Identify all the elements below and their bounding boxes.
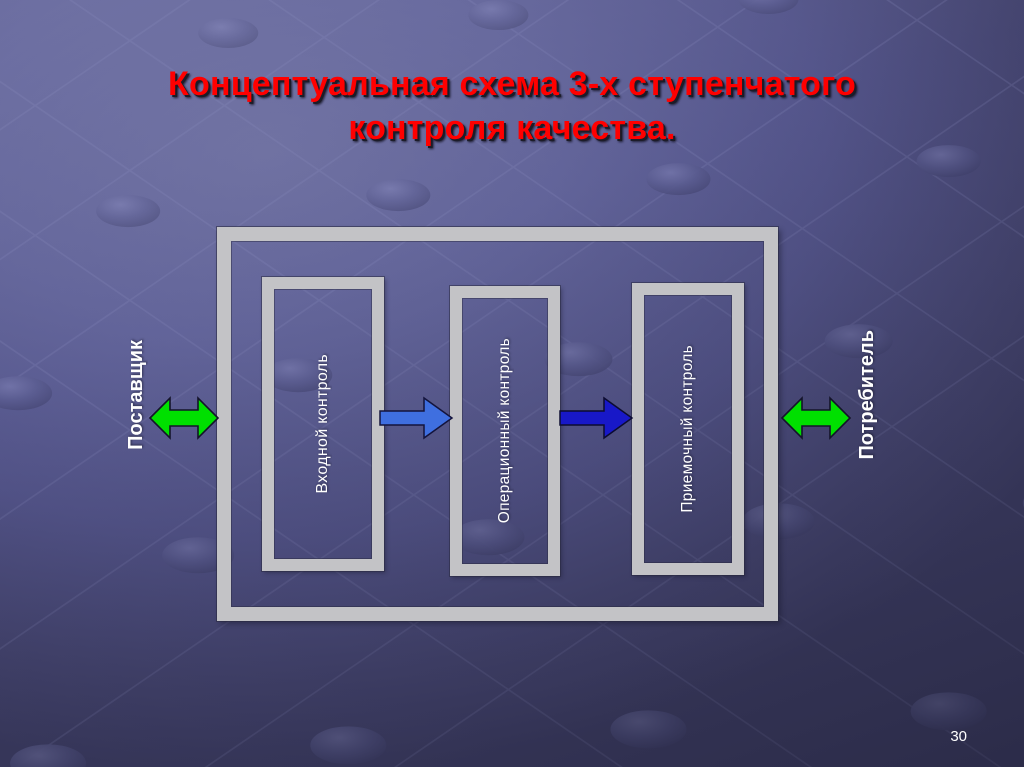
stage-box-acceptance-control[interactable]: Приемочный контроль <box>632 283 744 575</box>
quality-system-frame <box>217 227 778 621</box>
stage-box-incoming-control[interactable]: Входной контроль <box>262 277 384 571</box>
supplier-double-arrow-icon <box>148 393 220 443</box>
stage-2-to-3-arrow-icon <box>559 396 634 440</box>
stage-1-to-2-arrow-icon <box>379 396 454 440</box>
stage-label: Приемочный контроль <box>679 345 696 513</box>
consumer-label: Потребитель <box>856 330 878 460</box>
page-number: 30 <box>950 728 967 745</box>
stage-box-operational-control[interactable]: Операционный контроль <box>450 286 560 576</box>
stage-label: Операционный контроль <box>496 338 513 524</box>
consumer-double-arrow-icon <box>780 393 852 443</box>
page-title: Концептуальная схема 3-х ступенчатого ко… <box>168 65 856 147</box>
supplier-label: Поставщик <box>125 340 147 450</box>
stage-label: Входной контроль <box>314 354 331 494</box>
